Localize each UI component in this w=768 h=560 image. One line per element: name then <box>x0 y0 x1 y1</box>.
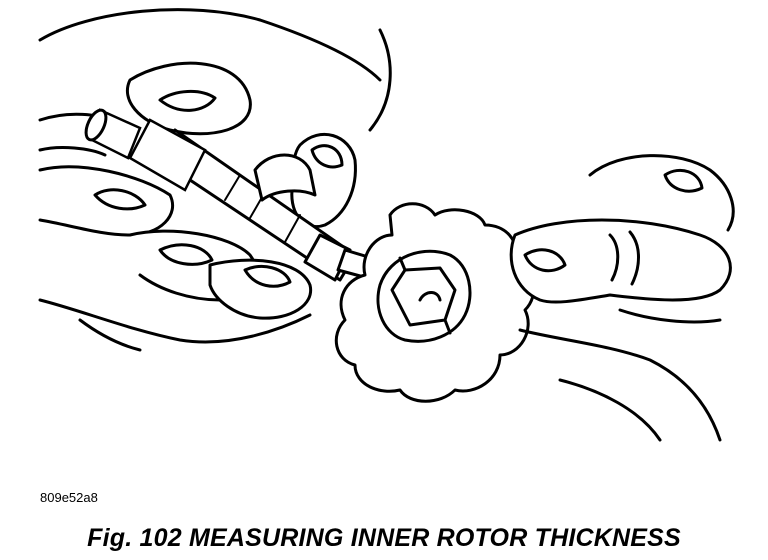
left-hand-upper <box>38 8 392 157</box>
micrometer-frame <box>253 153 317 202</box>
figure-caption: Fig. 102 MEASURING INNER ROTOR THICKNESS <box>87 524 681 552</box>
micrometer-tool <box>84 108 387 282</box>
figure-code: 809e52a8 <box>40 490 98 505</box>
left-hand-lower <box>38 165 313 352</box>
inner-rotor <box>334 202 536 403</box>
figure-illustration <box>38 8 735 442</box>
right-hand <box>509 154 735 442</box>
